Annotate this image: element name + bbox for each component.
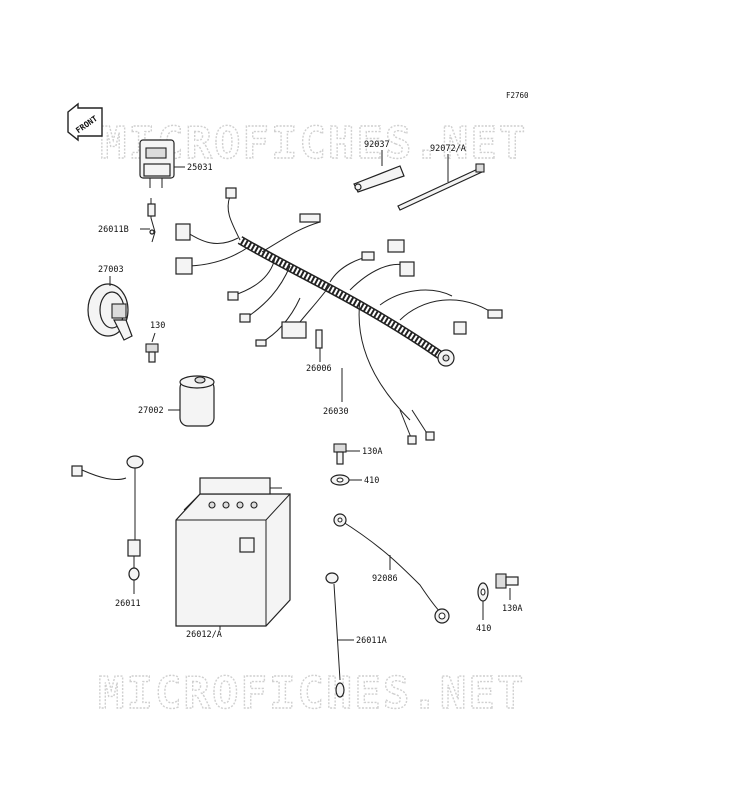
label-26011B: 26011B xyxy=(98,225,129,235)
bolt-130A-top-part xyxy=(333,443,347,465)
connector-26006-part xyxy=(315,329,323,349)
label-130A-bottom: 130A xyxy=(502,604,522,614)
label-410-bottom: 410 xyxy=(476,624,491,634)
battery-part xyxy=(175,477,291,627)
bolt-130-part xyxy=(145,343,159,363)
label-410-top: 410 xyxy=(364,476,379,486)
washer-410-bottom-part xyxy=(477,582,489,602)
label-130: 130 xyxy=(150,321,165,331)
battery-cable-part xyxy=(333,513,450,624)
label-26012A: 26012/A xyxy=(186,630,222,640)
bolt-130A-bottom-part xyxy=(495,573,519,589)
washer-410-top-part xyxy=(330,474,350,486)
meter-switch-part xyxy=(139,139,175,188)
clamp-part xyxy=(353,165,405,193)
relay-part xyxy=(179,375,215,427)
label-27002: 27002 xyxy=(138,406,164,416)
label-25031: 25031 xyxy=(187,163,213,173)
diagram-code: F2760 xyxy=(506,91,529,100)
front-arrow-icon: FRONT xyxy=(67,102,103,142)
small-lead-wire-part xyxy=(147,198,156,243)
label-26011: 26011 xyxy=(115,599,141,609)
main-harness-part xyxy=(175,187,503,445)
label-92086: 92086 xyxy=(372,574,398,584)
label-26030: 26030 xyxy=(323,407,349,417)
lead-26011A-part xyxy=(325,572,345,698)
label-130A-top: 130A xyxy=(362,447,382,457)
lead-26011-part xyxy=(71,455,144,581)
band-part xyxy=(397,163,485,211)
label-92037: 92037 xyxy=(364,140,390,150)
label-26006: 26006 xyxy=(306,364,332,374)
label-92072A: 92072/A xyxy=(430,144,466,154)
watermark-bottom: MICROFICHES.NET xyxy=(98,668,525,719)
label-27003: 27003 xyxy=(98,265,124,275)
label-26011A: 26011A xyxy=(356,636,387,646)
horn-part xyxy=(87,283,133,341)
